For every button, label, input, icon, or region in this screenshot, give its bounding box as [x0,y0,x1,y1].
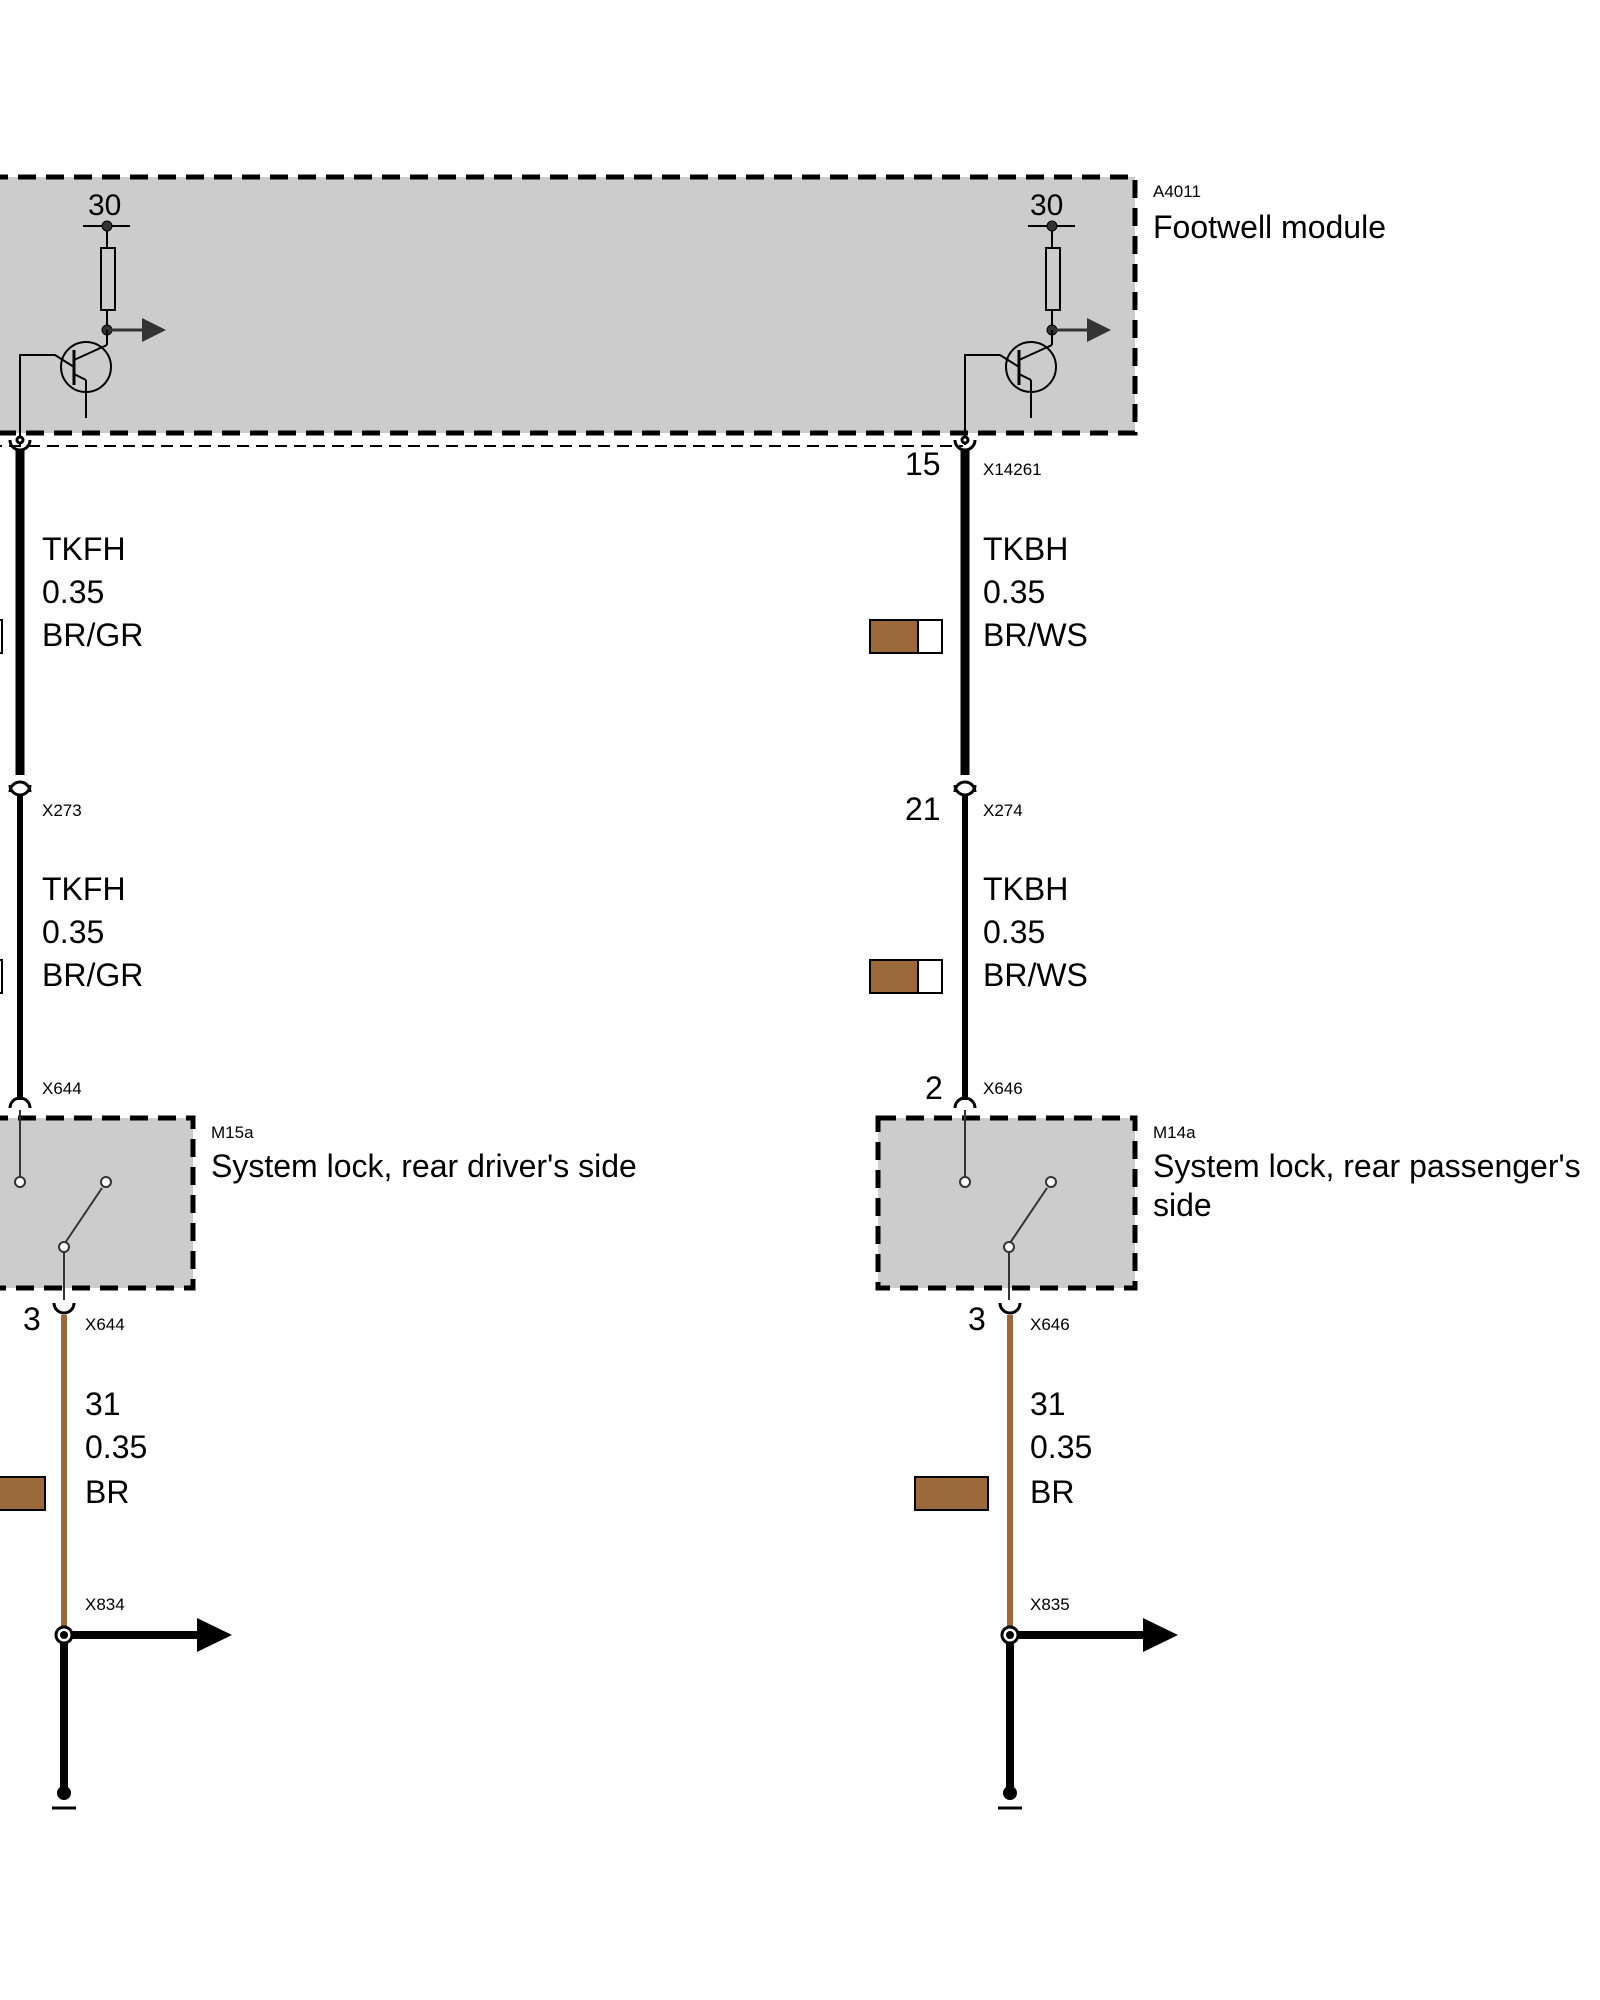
passenger-lock-name-line2: side [1153,1187,1212,1223]
right-pin-mid: 21 [905,791,941,827]
right-driver-circuit [964,220,1111,445]
right-connector-out: X646 [1030,1315,1070,1334]
left-wire3-gauge: 0.35 [85,1429,147,1465]
left-wire2-color: BR/GR [42,957,143,993]
right-connector-in: X646 [983,1079,1023,1098]
right-wire2-color: BR/WS [983,957,1088,993]
right-pin-in: 2 [925,1070,943,1106]
right-ground-terminal-icon [1003,1786,1017,1800]
passenger-lock-box [875,1110,1138,1300]
left-wire3-color: BR [85,1474,129,1510]
passenger-lock-id: M14a [1153,1123,1196,1142]
right-wire3-color: BR [1030,1474,1074,1510]
driver-lock-name: System lock, rear driver's side [211,1148,637,1184]
right-wire2-gauge: 0.35 [983,914,1045,950]
right-pin-top: 15 [905,446,941,482]
right-wire-ground-black [998,1618,1178,1810]
left-connector-in: X644 [42,1079,82,1098]
left-ground-terminal-icon [57,1786,71,1800]
left-ground-arrow-icon [197,1618,232,1652]
left-connector-out: X644 [85,1315,125,1334]
right-connector-top: X14261 [983,460,1042,479]
right-terminal-30-label: 30 [1030,189,1063,222]
left-ground-connector: X834 [85,1595,125,1614]
footwell-module-name: Footwell module [1153,209,1386,245]
right-ground-arrow-icon [1143,1618,1178,1652]
right-connector-mid: X274 [983,801,1023,820]
left-wire3-signal: 31 [85,1386,121,1422]
left-wire1-signal: TKFH [42,531,126,567]
left-wire2-gauge: 0.35 [42,914,104,950]
right-wire1-gauge: 0.35 [983,574,1045,610]
color-swatches [0,619,989,1511]
right-wire3-signal: 31 [1030,1386,1066,1422]
right-ground-connector: X835 [1030,1595,1070,1614]
driver-lock-id: M15a [211,1123,254,1142]
right-wire1-color: BR/WS [983,617,1088,653]
driver-lock-box [0,1110,196,1300]
left-wire1-color: BR/GR [42,617,143,653]
right-wire1-signal: TKBH [983,531,1068,567]
left-pin-out: 3 [23,1301,41,1337]
left-connector-mid: X273 [42,801,82,820]
right-pin-out: 3 [968,1301,986,1337]
right-wire2-signal: TKBH [983,871,1068,907]
left-wire2-signal: TKFH [42,871,126,907]
left-wire-ground-black [52,1618,232,1810]
left-driver-circuit [19,220,166,445]
left-wire1-gauge: 0.35 [42,574,104,610]
footwell-module-id: A4011 [1153,182,1201,201]
left-terminal-30-label: 30 [88,189,121,222]
passenger-lock-name-line1: System lock, rear passenger's [1153,1148,1581,1184]
connector-pin-icons [8,435,1022,1315]
footwell-module [0,174,1138,447]
right-wire3-gauge: 0.35 [1030,1429,1092,1465]
